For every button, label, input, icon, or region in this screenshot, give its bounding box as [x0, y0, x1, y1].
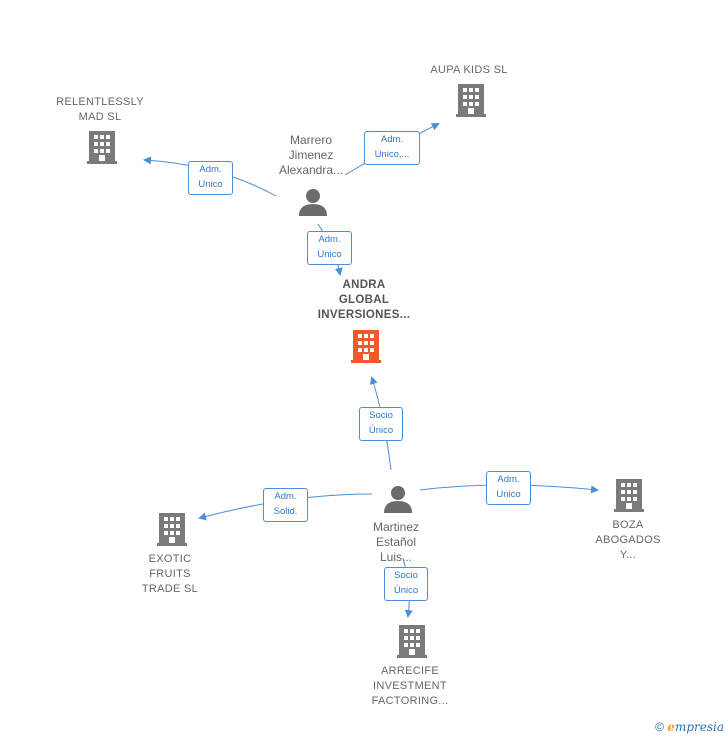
person-icon[interactable]	[384, 486, 412, 513]
building-icon[interactable]	[157, 513, 187, 546]
edge-label-martinez-andra: Socio Único	[359, 407, 403, 441]
company-label-relentlessly[interactable]: RELENTLESSLY MAD SL	[56, 96, 144, 123]
edge-label-marrero-relentlessly: Adm. Unico	[188, 161, 233, 195]
edge-label-marrero-aupa: Adm. Unico,...	[364, 131, 420, 165]
company-label-aupa-kids[interactable]: AUPA KIDS SL	[430, 64, 508, 76]
empresia-logo: © empresia	[655, 720, 724, 734]
person-label-marrero[interactable]: Marrero Jimenez Alexandra...	[278, 133, 344, 177]
person-label-martinez[interactable]: Martinez Estañol Luis...	[372, 520, 419, 564]
edge-label-martinez-boza: Adm. Unico	[486, 471, 531, 505]
edge-label-martinez-exotic: Adm. Solid.	[263, 488, 308, 522]
copyright-symbol: ©	[655, 720, 664, 734]
brand-initial: e	[667, 720, 675, 734]
company-label-andra-global[interactable]: ANDRA GLOBAL INVERSIONES...	[317, 279, 411, 321]
building-icon[interactable]	[397, 625, 427, 658]
company-label-exotic-fruits[interactable]: EXOTIC FRUITS TRADE SL	[141, 553, 199, 595]
edge-label-martinez-arrecife: Socio Único	[384, 567, 428, 601]
building-icon[interactable]	[456, 84, 486, 117]
company-label-arrecife[interactable]: ARRECIFE INVESTMENT FACTORING...	[371, 665, 449, 707]
brand-name: mpresia	[674, 720, 724, 734]
building-icon[interactable]	[351, 330, 381, 363]
building-icon[interactable]	[614, 479, 644, 512]
company-label-boza-abogados[interactable]: BOZA ABOGADOS Y...	[595, 519, 661, 561]
edge-label-marrero-andra: Adm. Unico	[307, 231, 352, 265]
building-icon[interactable]	[87, 131, 117, 164]
person-icon[interactable]	[299, 189, 327, 216]
